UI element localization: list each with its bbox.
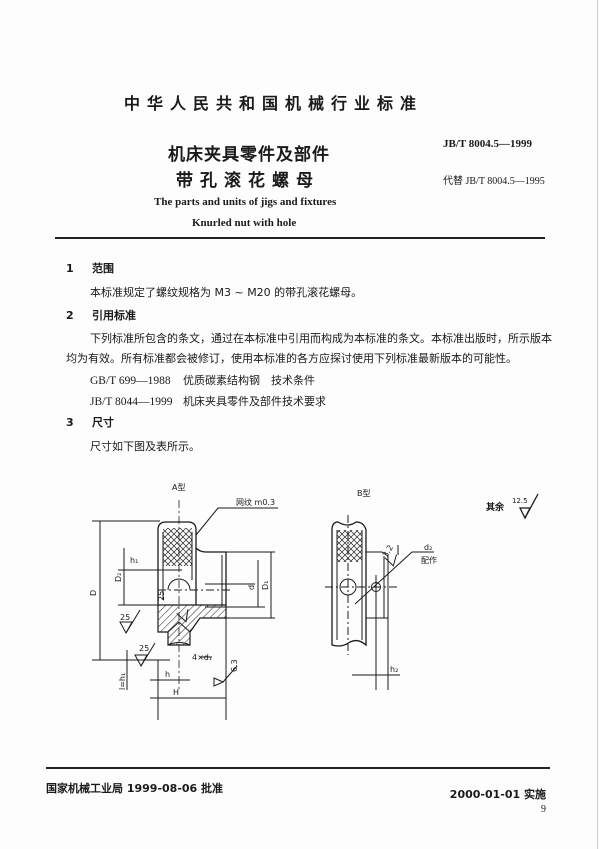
organization-heading: 中华人民共和国机械行业标准 — [124, 94, 424, 113]
roughness-25-b: 25 — [139, 644, 149, 653]
knurled-nut-drawing: A型 网纹 m0.3 h₁ D D₂ d D₁ 25 25 25 l=h₁ 4×… — [89, 483, 539, 720]
section-number: 1 — [66, 262, 74, 275]
reference-title: 优质碳素结构钢 技术条件 — [183, 374, 315, 387]
type-a-label: A型 — [172, 483, 185, 492]
dim-h2: h₂ — [390, 665, 398, 674]
dim-d: d — [247, 585, 256, 590]
section-number: 2 — [66, 309, 74, 322]
title-cn-line1: 机床夹具零件及部件 — [168, 145, 330, 165]
title-cn-line2: 带孔滚花螺母 — [176, 171, 320, 191]
knurl-note: 网纹 m0.3 — [236, 497, 275, 507]
dim-d2: d₂ — [424, 543, 432, 552]
section-title: 尺寸 — [92, 416, 114, 429]
type-a-labels: A型 网纹 m0.3 h₁ D D₂ d D₁ 25 25 25 l=h₁ 4×… — [89, 483, 275, 697]
type-b-labels: B型 3.2 d₂ 配作 h₂ — [357, 489, 437, 674]
type-a-view — [92, 500, 278, 720]
dim-H: H — [173, 688, 179, 697]
roughness-other — [518, 493, 539, 520]
dim-l: l=h₁ — [118, 673, 127, 690]
title-en-line2: Knurled nut with hole — [192, 217, 297, 229]
section-title: 引用标准 — [92, 309, 136, 322]
page-edge — [597, 0, 598, 849]
type-b-view — [325, 515, 434, 690]
reference-title: 机床夹具零件及部件技术要求 — [183, 395, 326, 408]
reference-code: GB/T 699—1988 — [90, 375, 171, 387]
section-title: 范围 — [92, 262, 114, 275]
roughness-63: 6.3 — [230, 659, 239, 672]
replaces-standard: 代替 JB/T 8004.5—1995 — [443, 176, 545, 187]
approval-info: 国家机械工业局 1999-08-06 批准 — [46, 782, 224, 795]
title-en-line1: The parts and units of jigs and fixtures — [154, 196, 337, 208]
type-b-label: B型 — [357, 489, 371, 498]
dim-holes: 4×d₁ — [192, 653, 212, 662]
roughness-32: 3.2 — [381, 543, 395, 559]
dim-h1: h₁ — [130, 556, 138, 565]
section-number: 3 — [66, 416, 74, 429]
header-divider — [55, 237, 545, 239]
roughness-other-label: 其余 — [486, 501, 505, 513]
section-3-paragraph: 尺寸如下图及表所示。 — [90, 440, 200, 453]
page-number: 9 — [541, 804, 546, 815]
standard-number: JB/T 8004.5—1999 — [443, 138, 533, 150]
reference-code: JB/T 8044—1999 — [90, 396, 173, 408]
section-2-paragraph-line2: 均为有效。所有标准都会被修订，使用本标准的各方应探讨使用下列标准最新版本的可能性… — [66, 352, 517, 365]
section-1-paragraph: 本标准规定了螺纹规格为 M3 ~ M20 的带孔滚花螺母。 — [90, 286, 363, 299]
section-1-heading: 1 范围 — [66, 260, 114, 276]
roughness-25-c: 25 — [157, 591, 166, 601]
match-drill: 配作 — [421, 555, 437, 565]
roughness-25-a: 25 — [120, 613, 130, 622]
section-2-paragraph-line1: 下列标准所包含的条文，通过在本标准中引用而构成为本标准的条文。本标准出版时，所示… — [90, 332, 552, 345]
dim-h: h — [165, 670, 170, 679]
section-3-heading: 3 尺寸 — [66, 414, 114, 430]
roughness-other-value: 12.5 — [512, 497, 528, 505]
implementation-date: 2000-01-01 实施 — [449, 788, 546, 801]
footer-divider — [46, 767, 550, 769]
dim-D2: D₂ — [114, 573, 123, 582]
reference-item: GB/T 699—1988 优质碳素结构钢 技术条件 — [90, 372, 315, 388]
section-2-heading: 2 引用标准 — [66, 307, 136, 323]
dim-D: D — [89, 590, 98, 596]
dim-D1: D₁ — [261, 581, 270, 590]
reference-item: JB/T 8044—1999 机床夹具零件及部件技术要求 — [90, 393, 326, 409]
